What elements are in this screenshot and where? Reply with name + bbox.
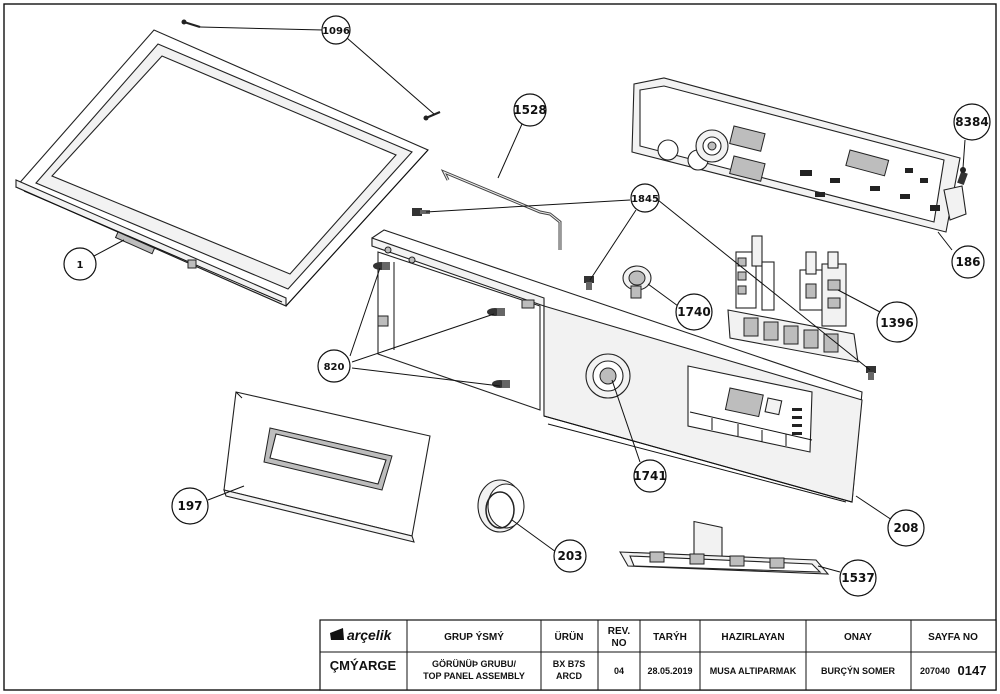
svg-text:8384: 8384 xyxy=(955,115,988,129)
title-block: arçelik GRUP ÝSMÝ ÜRÜN REV. NO TARÝH HAZ… xyxy=(319,619,997,691)
drawer-front-part xyxy=(223,391,431,543)
product-header: ÜRÜN xyxy=(555,630,584,643)
rotary-selector-part xyxy=(622,265,652,299)
callout-820: 820 xyxy=(317,349,351,383)
product-line-1: BX B7S xyxy=(553,659,586,669)
rev-value: 04 xyxy=(614,666,624,676)
screw-1845-a xyxy=(412,208,430,216)
page-header: SAYFA NO xyxy=(928,632,978,643)
callout-1396: 1396 xyxy=(876,301,918,343)
callout-8384: 8384 xyxy=(953,103,991,141)
svg-text:1740: 1740 xyxy=(677,305,710,319)
callout-1: 1 xyxy=(63,247,97,281)
product-line-2: ARCD xyxy=(556,671,582,681)
callout-186: 186 xyxy=(951,245,985,279)
control-panel-part xyxy=(371,229,863,569)
svg-text:203: 203 xyxy=(557,549,582,563)
svg-text:1096: 1096 xyxy=(322,26,350,37)
callout-1537: 1537 xyxy=(839,559,877,597)
clip-820-c xyxy=(492,380,510,388)
group-name-line-2: TOP PANEL ASSEMBLY xyxy=(423,671,525,681)
screw-1096-right xyxy=(423,110,441,121)
svg-text:1: 1 xyxy=(77,260,84,271)
svg-text:1537: 1537 xyxy=(841,571,874,585)
callout-203: 203 xyxy=(553,539,587,573)
svg-text:186: 186 xyxy=(955,255,980,269)
clip-820-a xyxy=(373,262,390,270)
group-name-header: GRUP ÝSMÝ xyxy=(444,630,504,643)
page-number-value: 0147 xyxy=(958,663,987,678)
svg-text:1396: 1396 xyxy=(880,316,913,330)
callout-1096: 1096 xyxy=(321,15,351,45)
rev-header-1: REV. xyxy=(608,626,631,637)
wire-rod-part xyxy=(440,169,562,250)
prepared-by-value: MUSA ALTIPARMAK xyxy=(710,666,797,676)
button-group-part xyxy=(727,235,859,363)
callout-1740: 1740 xyxy=(675,293,713,331)
screw-1096-left xyxy=(181,19,201,29)
leader-lines xyxy=(93,26,966,573)
callout-1528: 1528 xyxy=(513,93,547,127)
flat-harness-part xyxy=(619,551,830,575)
svg-text:1741: 1741 xyxy=(633,469,666,483)
electronic-card-part xyxy=(631,77,967,233)
svg-text:1528: 1528 xyxy=(513,103,546,117)
svg-text:208: 208 xyxy=(893,521,918,535)
page-prefix-value: 207040 xyxy=(920,666,950,676)
date-value: 28.05.2019 xyxy=(647,666,692,676)
date-header: TARÝH xyxy=(653,630,687,643)
screw-8384 xyxy=(957,167,968,186)
svg-text:820: 820 xyxy=(324,362,345,373)
svg-text:1845: 1845 xyxy=(631,194,659,205)
brand-logo: arçelik xyxy=(330,627,393,643)
prepared-header: HAZIRLAYAN xyxy=(721,632,784,643)
group-name-line-1: GÖRÜNÜÞ GRUBU/ xyxy=(432,659,517,669)
knob-part xyxy=(477,479,525,533)
callout-1845: 1845 xyxy=(630,183,660,213)
approved-by-value: BURÇÝN SOMER xyxy=(821,665,896,676)
svg-text:197: 197 xyxy=(177,499,202,513)
callout-208: 208 xyxy=(887,509,925,547)
svg-text:arçelik: arçelik xyxy=(347,627,393,643)
screw-1845-c xyxy=(866,366,876,380)
callout-197: 197 xyxy=(171,487,209,525)
approval-header: ONAY xyxy=(844,632,872,643)
callout-1741: 1741 xyxy=(633,459,667,493)
department-label: ÇMÝARGE xyxy=(330,658,397,673)
screw-1845-b xyxy=(584,276,594,290)
top-lid-part xyxy=(15,29,429,307)
rev-header-2: NO xyxy=(612,638,627,649)
clip-820-b xyxy=(487,308,505,316)
